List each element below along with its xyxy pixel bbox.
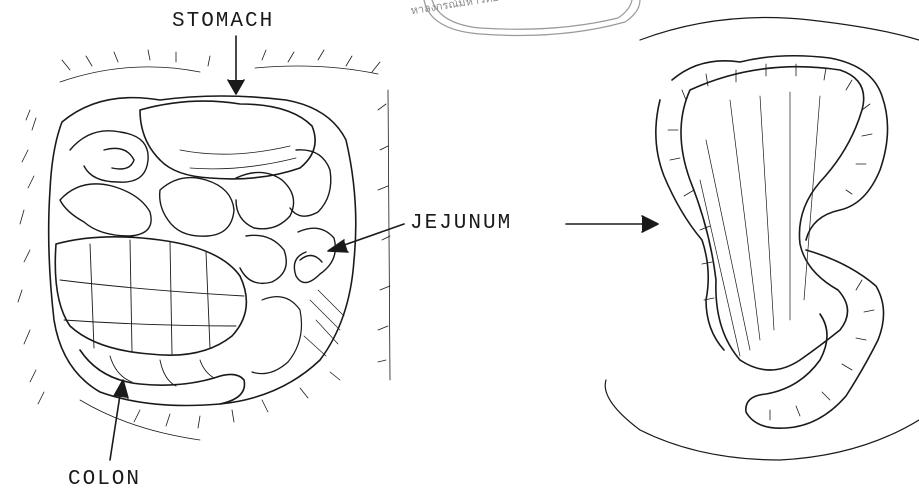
stomach-shape	[140, 101, 315, 179]
small-intestine-loops	[60, 131, 335, 284]
stomach-label: STOMACH	[172, 10, 274, 33]
colon-shape	[55, 237, 246, 404]
jejunum-arrow-right	[566, 216, 658, 232]
abdominal-cavity-drawing	[18, 50, 390, 440]
colon-arrow	[110, 380, 128, 460]
jejunum-label: JEJUNUM	[410, 212, 512, 235]
magnified-view	[605, 18, 919, 461]
cavity-outline	[49, 96, 356, 406]
colon-label: COLON	[68, 468, 141, 491]
stomach-arrow	[228, 36, 244, 94]
jejunum-loops	[656, 56, 888, 428]
skin-edge-hatching	[18, 50, 390, 440]
magnifier-circle	[605, 18, 919, 461]
jejunum-arrow-left	[328, 224, 404, 252]
